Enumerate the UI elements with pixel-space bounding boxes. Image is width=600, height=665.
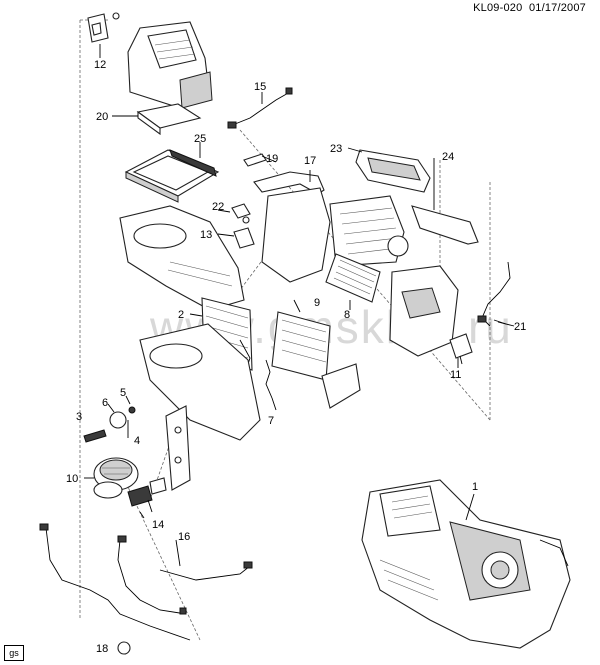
part-14-resistor-module xyxy=(127,477,167,513)
part-24-seal-strip xyxy=(411,158,479,245)
callout-12: 12 xyxy=(94,59,106,71)
part-16-wiring-harness xyxy=(39,523,253,641)
callout-9: 9 xyxy=(314,297,320,309)
part-12-bracket xyxy=(87,12,120,58)
part-22-actuator-small xyxy=(231,203,251,224)
callout-4: 4 xyxy=(134,435,140,447)
part-support-bracket xyxy=(165,405,191,491)
part-13-actuator xyxy=(233,227,255,249)
callout-5: 5 xyxy=(120,387,126,399)
callout-15: 15 xyxy=(254,81,266,93)
part-7-pipe xyxy=(265,359,273,399)
callout-20: 20 xyxy=(96,111,108,123)
callout-3: 3 xyxy=(76,411,82,423)
part-15-cable xyxy=(227,87,293,129)
part-9-core xyxy=(271,299,331,381)
callout-11: 11 xyxy=(450,369,461,381)
diagram-date: 01/17/2007 xyxy=(528,2,586,14)
callout-25: 25 xyxy=(194,133,206,145)
callout-16: 16 xyxy=(178,531,190,543)
part-23-air-guide xyxy=(347,147,431,193)
diagram-code: KL09-020 xyxy=(473,2,523,14)
callout-19: 19 xyxy=(266,153,278,165)
callout-7: 7 xyxy=(268,415,274,427)
callout-18: 18 xyxy=(96,643,108,655)
part-8-heater-core xyxy=(325,253,381,310)
callout-10: 10 xyxy=(66,473,78,485)
footer-tag: gs xyxy=(4,645,24,661)
part-19-hose-clip xyxy=(243,153,277,167)
part-lower-housing xyxy=(139,323,261,441)
callout-8: 8 xyxy=(344,309,350,321)
callout-21: 21 xyxy=(514,321,526,333)
part-blower-case xyxy=(119,205,245,311)
callout-1: 1 xyxy=(472,481,478,493)
callout-24: 24 xyxy=(442,151,454,163)
part-21-wire xyxy=(477,261,515,327)
part-6-resistor xyxy=(109,411,127,429)
callout-17: 17 xyxy=(304,155,316,167)
callout-22: 22 xyxy=(212,201,224,213)
callout-13: 13 xyxy=(200,229,212,241)
part-upper-center-housing xyxy=(261,187,409,283)
part-5-clip xyxy=(128,406,136,414)
part-air-inlet-housing xyxy=(127,21,213,109)
diagram-header: KL09-020 01/17/2007 xyxy=(473,2,586,14)
part-11-actuator xyxy=(449,333,473,368)
callout-23: 23 xyxy=(330,143,342,155)
part-25-filter-frame xyxy=(124,142,220,203)
part-bracket-right xyxy=(321,363,361,409)
part-18-grommet xyxy=(117,641,131,655)
part-10-blower-motor xyxy=(93,457,139,499)
part-20-filter-plate xyxy=(112,103,202,136)
callout-14: 14 xyxy=(152,519,164,531)
callout-6: 6 xyxy=(102,397,108,409)
callout-labels: 1 2 3 4 5 6 7 8 9 10 11 12 13 14 15 16 1… xyxy=(66,59,526,655)
leader-lines xyxy=(84,209,507,567)
callout-2: 2 xyxy=(178,309,184,321)
part-1-hvac-assembly xyxy=(361,479,571,649)
part-3-sensor xyxy=(83,429,107,443)
part-right-housing xyxy=(389,265,459,357)
